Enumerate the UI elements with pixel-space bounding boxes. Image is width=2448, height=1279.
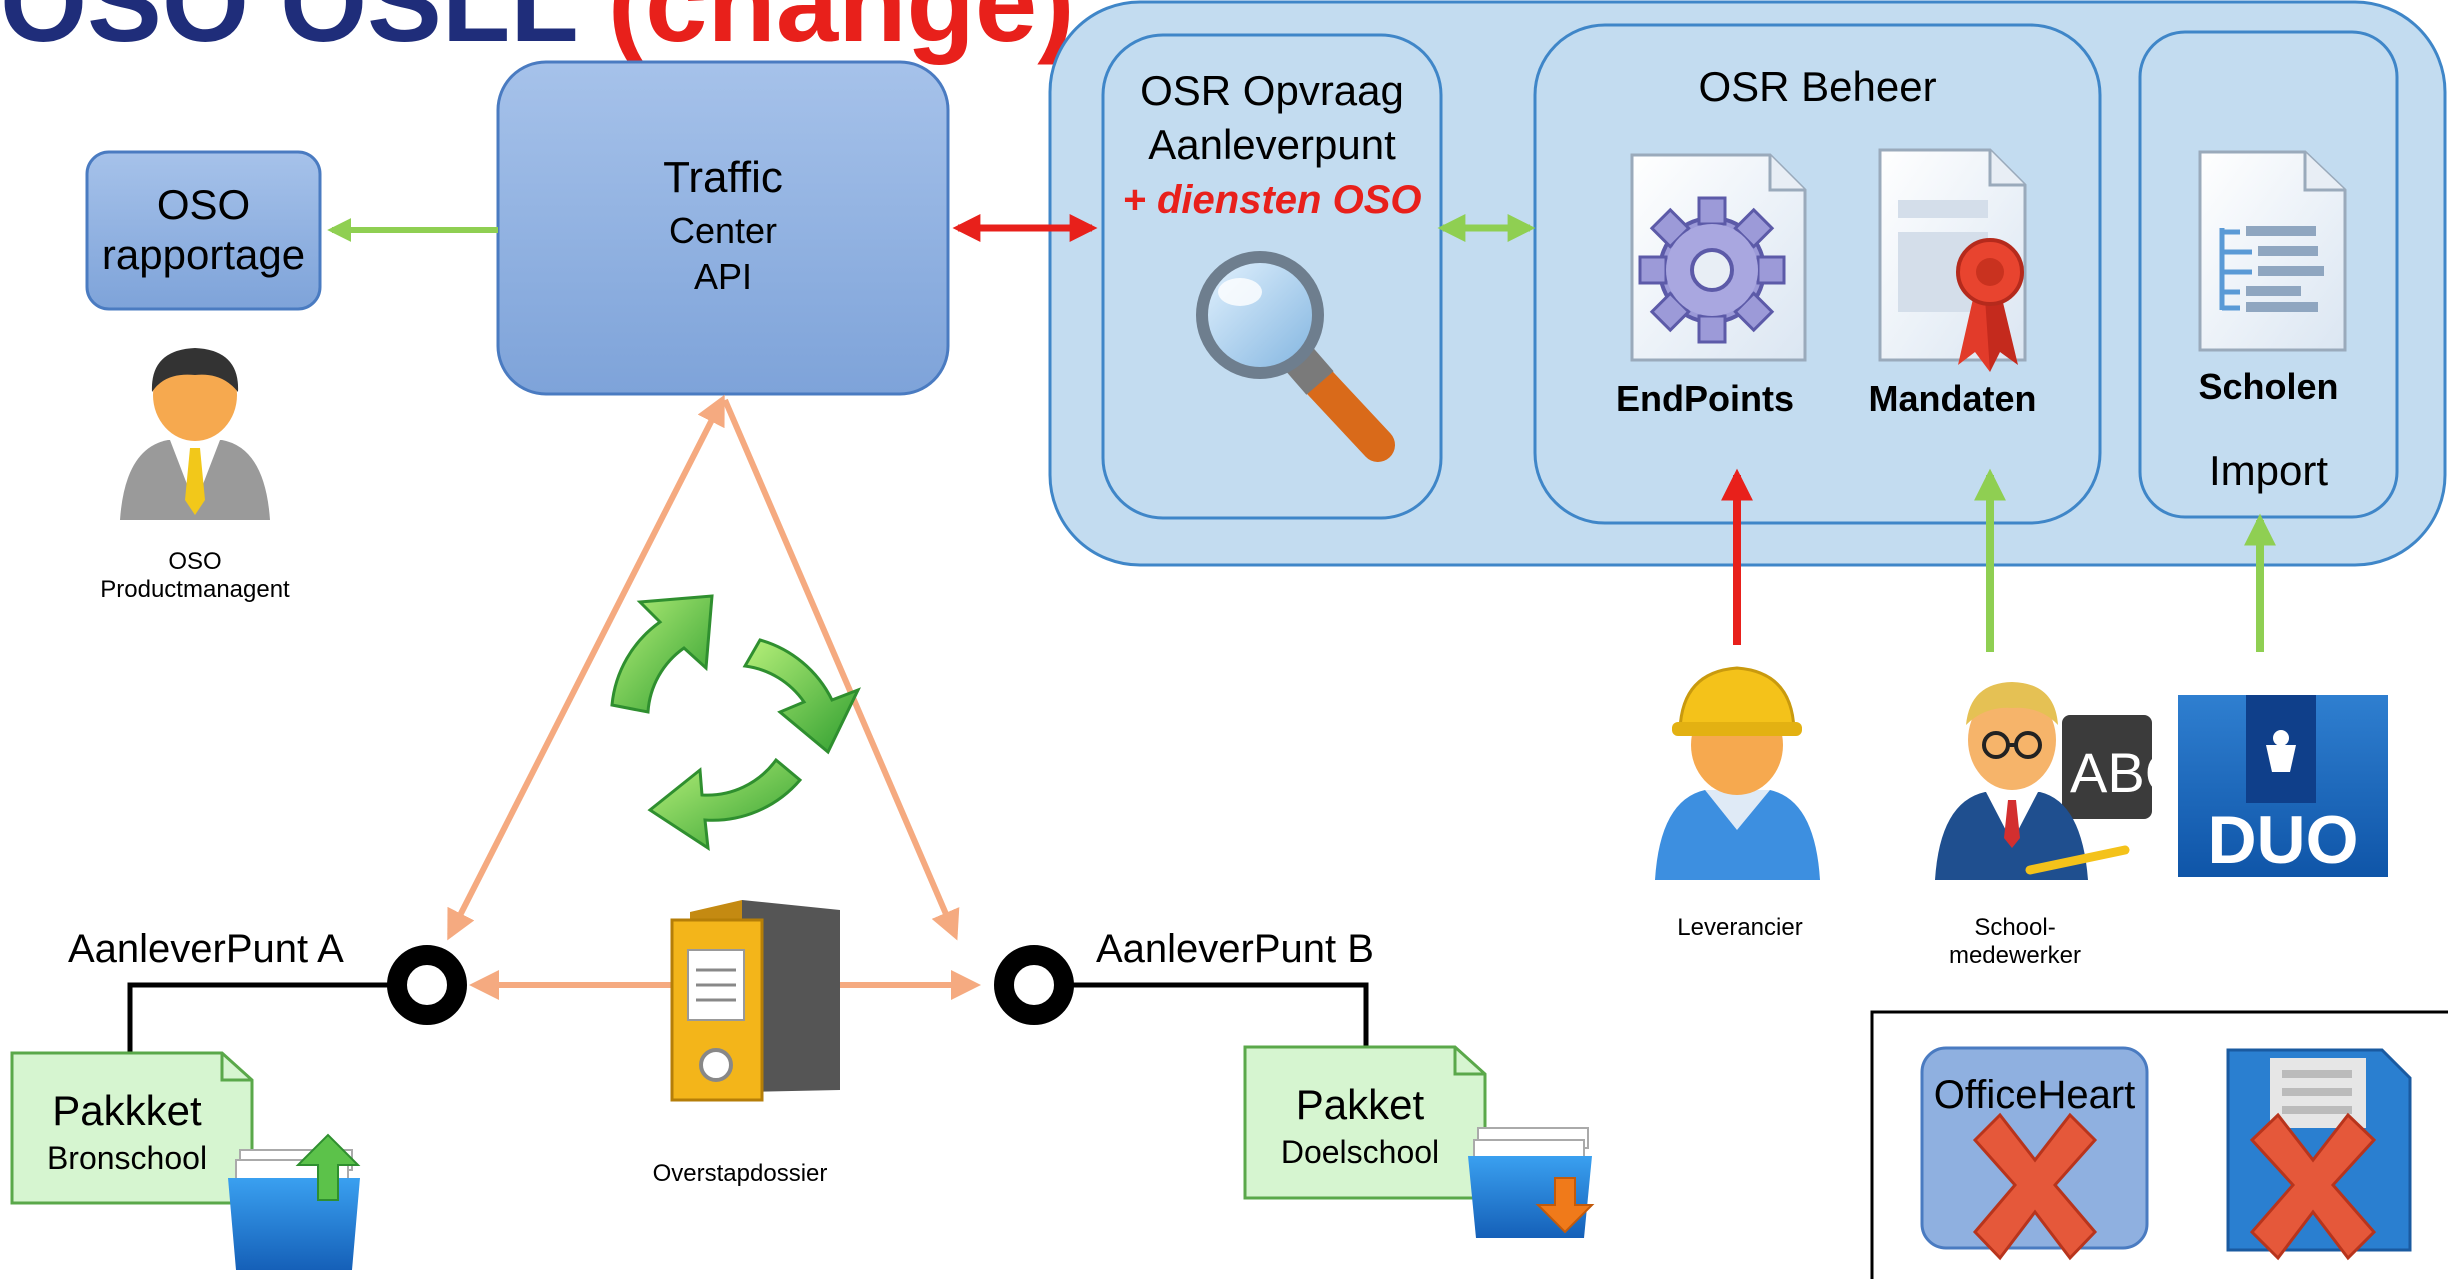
- endpoints-label: EndPoints: [1616, 378, 1794, 419]
- arrow-traffic-b: [722, 398, 960, 941]
- svg-text:ABC: ABC: [2070, 741, 2185, 804]
- officeheart-label: OfficeHeart: [1933, 1073, 2136, 1117]
- magnifier-icon: [1196, 251, 1395, 462]
- connector-a: [127, 982, 402, 1058]
- recycle-icon: [610, 594, 862, 851]
- certificate-document-icon: [1878, 148, 2027, 372]
- gear-document-icon: [1630, 153, 1807, 362]
- aanleverpunt-a-label: AanleverPunt A: [68, 927, 344, 971]
- binder-icon: [670, 900, 840, 1102]
- pakket-doel-label: Pakket Doelschool: [1280, 1081, 1440, 1170]
- upload-box-icon: [228, 1133, 361, 1270]
- duo-logo-icon: [2178, 695, 2388, 877]
- red-cross-icon: [2249, 1112, 2377, 1261]
- manager-person-icon: [120, 348, 270, 520]
- pakket-bron-label: Pakkket Bronschool: [46, 1087, 208, 1176]
- scholen-label: Scholen: [2198, 366, 2339, 407]
- pakket-bron-box: [10, 1051, 254, 1205]
- officeheart-box: [1920, 1046, 2149, 1250]
- osr-opvraag-label: OSR Opvraag Aanleverpunt + diensten OSO: [1122, 67, 1422, 223]
- mandaten-label: Mandaten: [1868, 378, 2037, 419]
- diagram-title: OSO OSLL (change): [0, 0, 1075, 65]
- arrow-traffic-a: [447, 394, 725, 941]
- list-document-icon: [2198, 150, 2347, 352]
- import-label: Import: [2208, 447, 2329, 494]
- osr-beheer-title: OSR Beheer: [1698, 63, 1937, 110]
- oso-rapportage-box: [85, 150, 322, 311]
- leverancier-label: Leverancier: [1677, 914, 1803, 941]
- traffic-center-label: Traffic Center API: [663, 153, 783, 298]
- connector-b: [1058, 982, 1369, 1050]
- download-box-icon: [1468, 1127, 1595, 1238]
- schoolmedewerker-label: School-medewerker: [1948, 914, 2082, 970]
- builder-person-icon: [1655, 666, 1820, 880]
- duo-label: DUO: [2207, 802, 2359, 878]
- node-a: [387, 945, 467, 1025]
- aanleverpunt-b-label: AanleverPunt B: [1096, 927, 1374, 971]
- overstapdossier-label: Overstapdossier: [652, 1160, 828, 1187]
- red-cross-icon: [1972, 1112, 2098, 1261]
- node-b: [994, 945, 1074, 1025]
- teacher-person-icon: ABC: [1935, 682, 2185, 880]
